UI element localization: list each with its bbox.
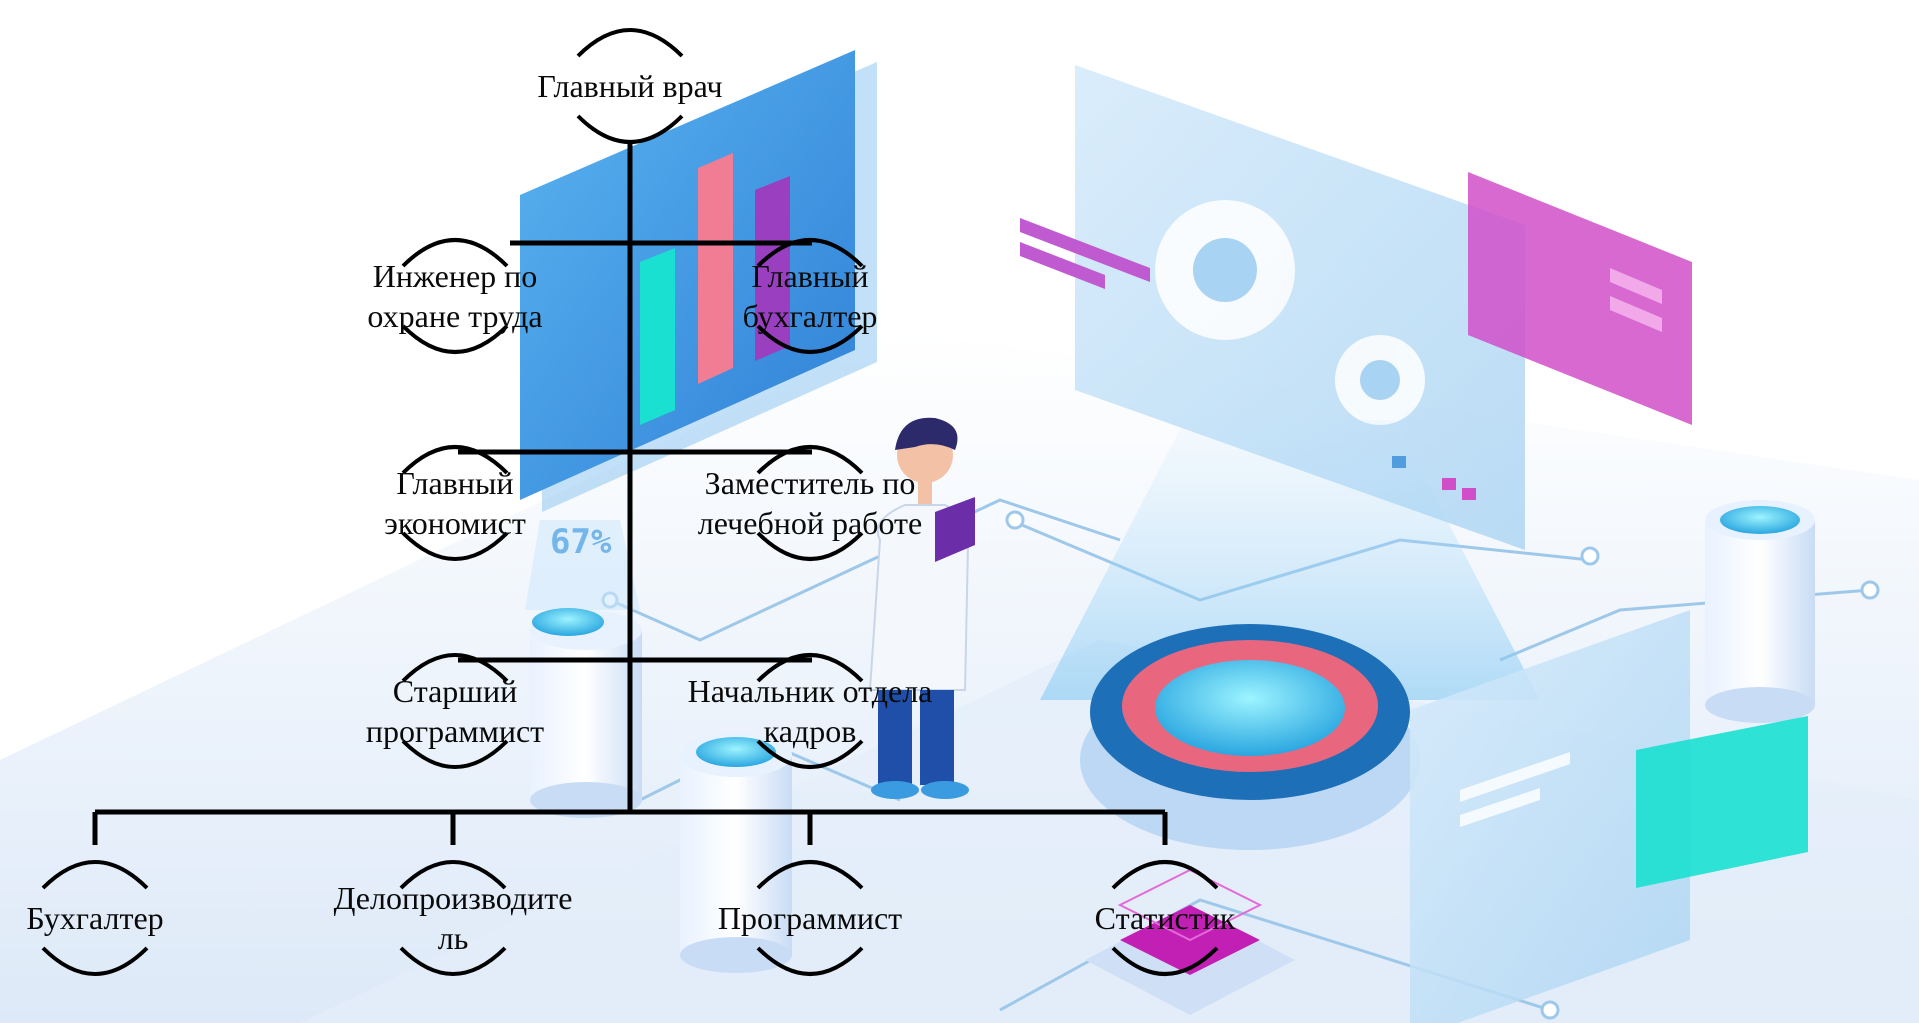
org-node-label: Бухгалтер <box>26 900 164 936</box>
node-bottom-arc <box>756 531 864 561</box>
node-bottom-arc <box>756 739 864 769</box>
svg-text:67%: 67% <box>550 522 612 562</box>
node-top-arc <box>1111 860 1219 890</box>
scanner-platform <box>1040 420 1540 850</box>
node-top-arc <box>576 28 684 58</box>
node-top-arc <box>401 238 509 268</box>
node-top-arc <box>756 653 864 683</box>
glass-screen <box>1410 610 1808 1023</box>
node-bottom-arc <box>401 531 509 561</box>
node-top-arc <box>41 860 149 890</box>
node-top-arc <box>756 860 864 890</box>
node-bottom-arc <box>1111 946 1219 976</box>
org-node-label: Главный врач <box>537 68 723 104</box>
node-top-arc <box>756 445 864 475</box>
percent-hologram: 67% <box>525 520 640 610</box>
node-bottom-arc <box>399 946 507 976</box>
org-node-label: Статистик <box>1094 900 1236 936</box>
magenta-cube <box>1085 868 1295 1015</box>
node-bottom-arc <box>401 739 509 769</box>
node-bottom-arc <box>41 946 149 976</box>
dashboard-panel <box>520 50 877 512</box>
node-bottom-arc <box>401 324 509 354</box>
node-bottom-arc <box>576 114 684 144</box>
node-top-arc <box>756 238 864 268</box>
magenta-panel <box>1468 172 1692 425</box>
node-bottom-arc <box>756 946 864 976</box>
cylinder-middle <box>680 733 792 973</box>
org-node-label: Программист <box>717 900 903 936</box>
doctor-figure <box>868 417 975 799</box>
node-bottom-arc <box>756 324 864 354</box>
node-top-arc <box>401 653 509 683</box>
node-top-arc <box>401 445 509 475</box>
node-top-arc <box>399 860 507 890</box>
cylinder-right <box>1705 500 1815 723</box>
